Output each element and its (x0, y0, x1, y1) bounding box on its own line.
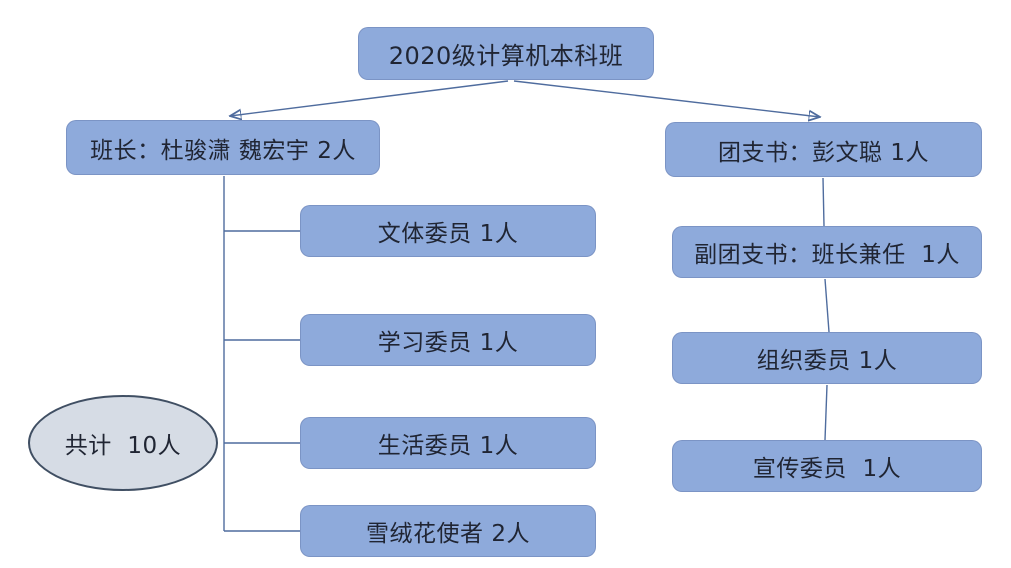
total-count-ellipse: 共计 10人 (28, 395, 218, 491)
committee-box-culture-sports: 文体委员 1人 (300, 205, 596, 257)
root-box-class: 2020级计算机本科班 (358, 27, 654, 80)
right-seg-2 (824, 278, 830, 333)
monitor-box: 班长：杜骏潇 魏宏宇 2人 (66, 120, 380, 175)
committee-box-organization: 组织委员 1人 (672, 332, 982, 384)
arrow-root-to-monitor (230, 80, 509, 116)
committee-box-deputy-league-secretary: 副团支书：班长兼任 1人 (672, 226, 982, 278)
committee-box-publicity: 宣传委员 1人 (672, 440, 982, 492)
right-seg-3 (824, 384, 828, 441)
right-seg-1 (822, 177, 825, 227)
committee-box-life: 生活委员 1人 (300, 417, 596, 469)
arrow-root-to-league (513, 80, 820, 117)
committee-box-study: 学习委员 1人 (300, 314, 596, 366)
league-secretary-box: 团支书：彭文聪 1人 (665, 122, 982, 177)
committee-box-edelweiss: 雪绒花使者 2人 (300, 505, 596, 557)
